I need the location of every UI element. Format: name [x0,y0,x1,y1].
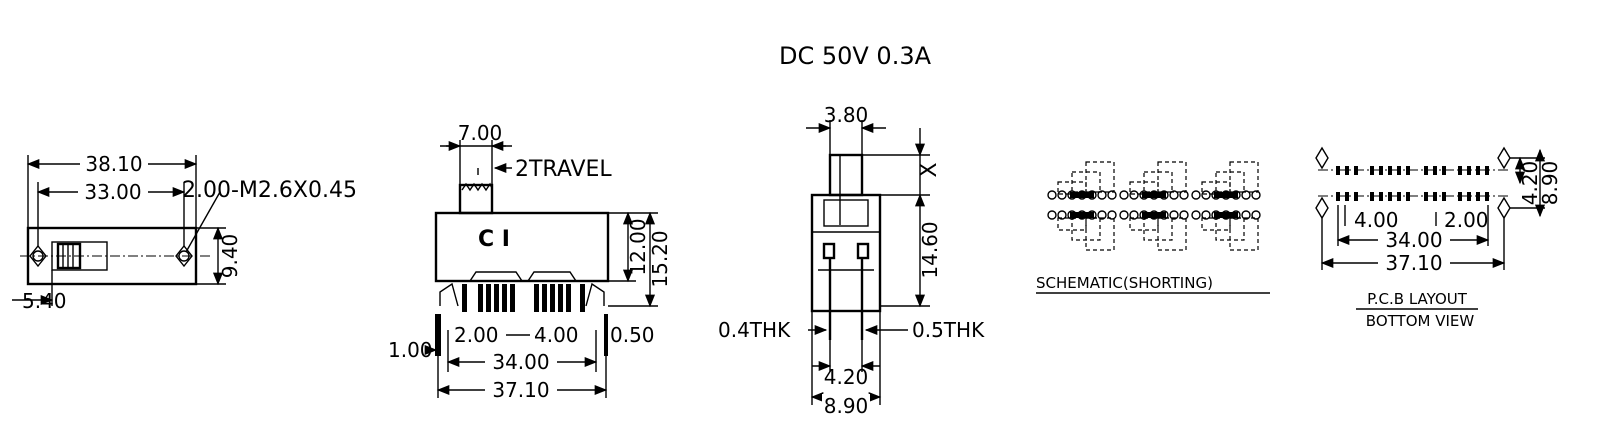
side-body [810,193,882,313]
dim-slot-width: 5.40 [22,289,67,313]
schematic-pole-3 [1191,161,1261,251]
travel-label: 2TRAVEL [515,157,612,182]
thickness-left: 0.4THK [718,318,791,342]
pcb-dim-rows: 8.90 [1538,161,1562,206]
dim-pin-outer: 8.90 [824,394,869,418]
pcb-caption-layout: P.C.B LAYOUT [1367,290,1468,308]
front-view: 7.00 2TRAVEL C I [388,121,672,402]
schematic-pole-2 [1119,161,1189,251]
front-marking: C I [478,227,510,252]
schematic-pole-1 [1047,161,1117,251]
slider-knob [56,242,82,270]
pcb-caption-view: BOTTOM VIEW [1366,312,1475,330]
pcb-dim-span: 34.00 [1385,228,1442,252]
dim-side-height: 14.60 [918,221,942,278]
slider-window [51,241,108,271]
dim-x: X [917,162,942,177]
top-view: 38.10 33.00 2.00-M2.6X0.45 9.40 5.40 [12,152,357,313]
dim-pin-span: 34.00 [492,350,549,374]
dim-total-height: 15.20 [648,230,672,287]
side-view: 3.80 X 14.60 0.4THK 0.5THK 4.20 8.90 [718,103,985,418]
dim-pin-inner: 4.20 [824,365,869,389]
mount-hole-left [32,250,44,262]
pcb-layout: 4.20 8.90 4.00 2.00 34.00 37.10 P.C.B LA… [1315,146,1562,330]
dim-mount-pitch: 33.00 [84,180,141,204]
schematic: SCHEMATIC(SHORTING) [1036,161,1270,294]
pcb-dim-total: 37.10 [1385,251,1442,275]
mount-hole-right [178,250,190,262]
pcb-pads-top [1336,166,1489,175]
dim-body-height: 9.40 [218,234,242,279]
rating-label: DC 50V 0.3A [779,42,932,70]
dim-actuator-width: 7.00 [458,121,503,145]
front-body [434,211,610,283]
dim-thread-spec: 2.00-M2.6X0.45 [182,178,357,203]
thickness-right: 0.5THK [912,318,985,342]
side-lever [828,153,864,197]
dim-pitch-b: 4.00 [534,323,579,347]
dim-overall-length: 38.10 [85,152,142,176]
dim-pitch-a: 2.00 [454,323,499,347]
front-pins [435,284,608,356]
dim-pin-width: 0.50 [610,323,655,347]
pcb-pads-bottom [1336,192,1489,201]
dim-pin-thickness: 1.00 [388,338,433,362]
schematic-caption: SCHEMATIC(SHORTING) [1036,274,1213,292]
dim-lever-width: 3.80 [824,103,869,127]
pcb-dim-pitch-a: 2.00 [1444,208,1489,232]
dim-body-height: 12.00 [626,218,650,275]
dim-total-width: 37.10 [492,378,549,402]
